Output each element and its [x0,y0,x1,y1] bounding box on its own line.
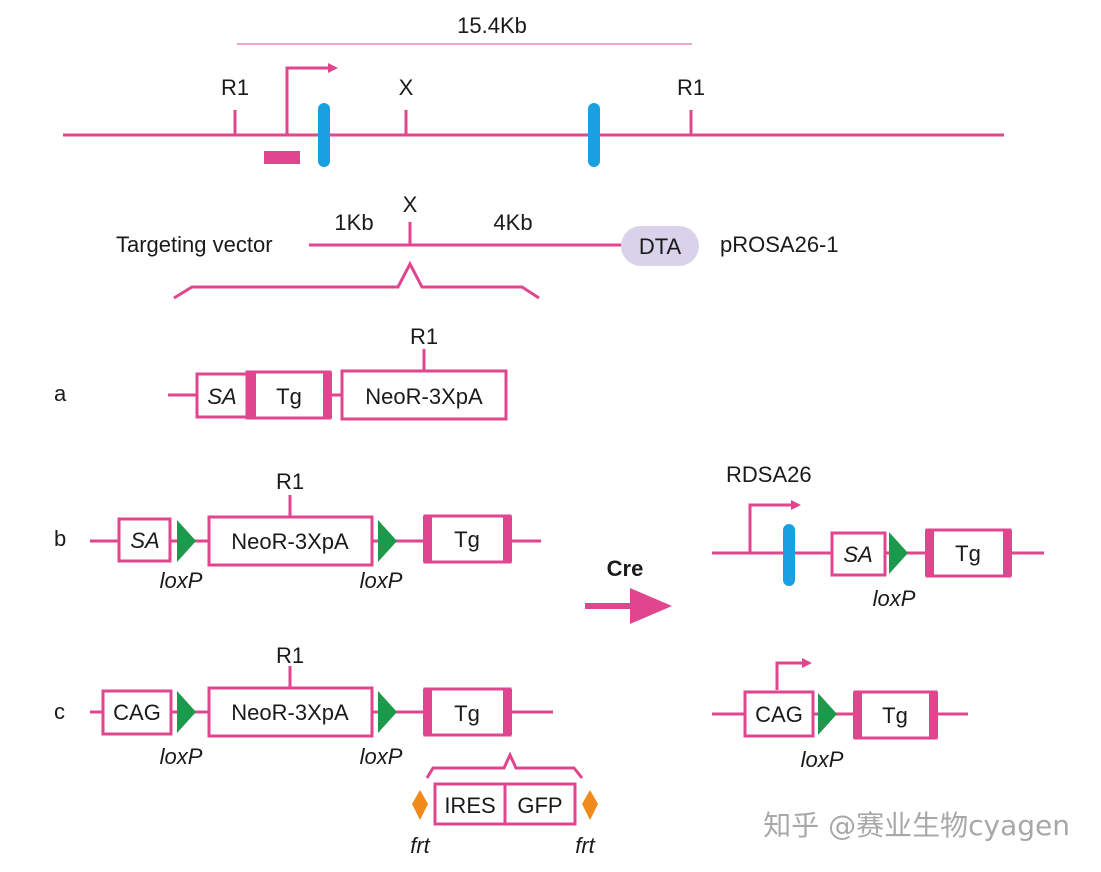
cag-label: CAG [113,700,161,725]
exon-icon [783,524,795,586]
plasmid-label: pROSA26-1 [720,232,839,257]
neor-box [207,686,374,738]
sa-box [117,517,172,563]
frt-diamond-icon [412,790,428,820]
insertion-bracket [173,260,540,300]
arm-right-label: 4Kb [493,210,532,235]
cag-label: CAG [755,702,803,727]
cre-arrow-icon [630,588,672,624]
tg-label: Tg [882,703,908,728]
probe-bar [264,151,300,164]
r1-site-left-label: R1 [221,75,249,100]
tg-left-cap [247,372,256,418]
tg-label: Tg [955,541,981,566]
sa-label: SA [130,528,159,553]
exon-1 [318,103,330,167]
tg-left-cap [423,689,432,735]
loxp-triangle-icon [177,520,196,562]
neor-label: NeoR-3XpA [231,529,349,554]
construct-a: a SA Tg NeoR-3XpA R1 [54,324,508,421]
loxp-label: loxP [360,744,403,769]
genomic-locus: 15.4Kb R1 X R1 [63,13,1004,167]
arm-left-label: 1Kb [334,210,373,235]
loxp-triangle-icon [378,691,397,733]
loxp-label: loxP [873,586,916,611]
loxp-triangle-icon [378,520,397,562]
cre-recombination: Cre [585,556,672,624]
tg-label: Tg [454,527,480,552]
watermark: 知乎 @赛业生物cyagen [763,809,1070,842]
frt-diamond-icon [582,790,598,820]
loxp-label: loxP [801,747,844,772]
targeting-vector-title: Targeting vector [116,232,273,257]
cag-box [743,690,815,738]
dta-label: DTA [639,234,682,259]
result-c: CAG loxP Tg [712,658,968,772]
tg-right-cap [503,689,512,735]
gfp-label: GFP [517,793,562,818]
vector-x-label: X [403,192,418,217]
sa-box [830,531,887,577]
sa-label: SA [207,384,236,409]
construct-a-tag: a [54,381,67,406]
tg-box [423,514,512,564]
r1-label: R1 [276,643,304,668]
exon-2 [588,103,600,167]
neor-label: NeoR-3XpA [231,700,349,725]
frt-label: frt [575,833,595,858]
construct-c: c CAG loxP NeoR-3XpA R1 loxP Tg IRES GFP… [54,643,598,858]
tg-right-cap [503,516,512,562]
construct-c-tag: c [54,699,65,724]
loxp-label: loxP [160,568,203,593]
tg-right-cap [929,692,938,738]
neor-label: NeoR-3XpA [365,384,483,409]
targeting-vector: Targeting vector X 1Kb 4Kb DTA pROSA26-1 [116,192,839,300]
r1-label: R1 [410,324,438,349]
loxp-label: loxP [160,744,203,769]
sa-label: SA [843,542,872,567]
tg-right-cap [323,372,332,418]
dta-cassette [621,226,699,266]
tg-box [853,690,938,740]
loxp-label: loxP [360,568,403,593]
promoter-arrow-icon [775,658,812,690]
ires-box [433,782,507,826]
ires-gfp-bracket [425,751,584,779]
promoter-arrow-icon [748,500,801,553]
tg-left-cap [853,692,862,738]
loxp-triangle-icon [177,691,196,733]
loxp-triangle-icon [889,532,908,574]
loxp-triangle-icon [818,693,837,735]
gfp-box [503,782,577,826]
rdsa26-label: RDSA26 [726,462,812,487]
tg-left-cap [423,516,432,562]
locus-size-label: 15.4Kb [457,13,527,38]
promoter-arrow-icon [285,63,338,135]
tg-box [925,528,1012,578]
frt-label: frt [410,833,430,858]
tg-box [423,687,512,737]
cag-box [101,689,173,736]
construct-b-tag: b [54,526,66,551]
r1-label: R1 [276,469,304,494]
x-site-label: X [399,75,414,100]
tg-left-cap [925,530,934,576]
sa-box [195,372,249,419]
tg-right-cap [1003,530,1012,576]
construct-b: b SA loxP NeoR-3XpA R1 loxP Tg [54,469,541,593]
r1-site-right-label: R1 [677,75,705,100]
result-b: RDSA26 SA loxP Tg [712,462,1044,611]
tg-label: Tg [454,701,480,726]
ires-label: IRES [444,793,495,818]
tg-label: Tg [276,384,302,409]
cre-label: Cre [607,556,644,581]
